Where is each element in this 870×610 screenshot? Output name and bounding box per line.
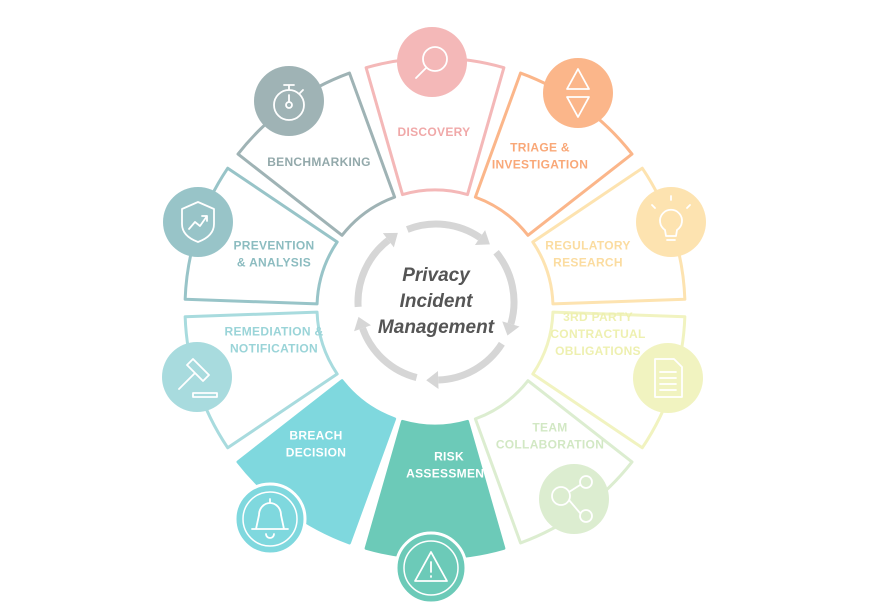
triangles-icon [543,58,613,128]
cycle-arrowhead [426,370,439,389]
segment-label: ASSESSMENT [406,467,492,481]
segment-risk[interactable]: RISK ASSESSMENT [364,419,506,560]
shield-chart-icon [163,187,233,257]
segment-discovery[interactable]: DISCOVERY [364,56,506,197]
segment-label: CONTRACTUAL [550,327,645,341]
segment-label: REGULATORY [545,239,630,253]
segment-team[interactable]: TEAM COLLABORATION [473,379,634,545]
segment-shape [236,379,397,545]
magnifier-icon [397,27,467,97]
segment-label: TEAM [532,421,567,435]
segment-label: PREVENTION [233,239,314,253]
segment-label: INVESTIGATION [492,158,588,172]
cycle-arrowhead [354,316,372,332]
cycle-arrow [354,237,391,308]
segment-label: 3RD PARTY [563,310,633,324]
segment-shape [183,310,339,450]
segment-third-party[interactable]: 3RD PARTY CONTRACTUAL OBLIGATIONS [531,310,687,450]
segment-label: BREACH [289,429,342,443]
segment-label: RESEARCH [553,256,623,270]
stopwatch-icon [254,66,324,136]
cycle-arrows [354,220,520,389]
segment-label: BENCHMARKING [267,155,371,169]
people-network-icon [539,464,609,534]
cycle-arrow [405,220,482,241]
segment-label: COLLABORATION [496,438,604,452]
segment-breach[interactable]: BREACH DECISION [236,379,397,545]
bell-icon [233,482,307,556]
segment-label: & ANALYSIS [237,256,311,270]
title-line-1: Privacy [402,265,471,286]
cycle-arrowhead [474,230,490,246]
segment-label: TRIAGE & [510,141,570,155]
gavel-icon [162,342,232,412]
segment-label: OBLIGATIONS [555,344,641,358]
segment-label: DECISION [286,446,346,460]
cycle-arrow [359,326,418,381]
segment-label: REMEDIATION & [224,325,323,339]
cycle-arrowhead [382,232,398,248]
segment-label: RISK [434,450,464,464]
warning-icon [394,531,468,605]
title-line-3: Management [378,317,495,338]
title-line-2: Incident [400,291,474,312]
document-icon [633,343,703,413]
segment-remediation[interactable]: REMEDIATION & NOTIFICATION [183,310,339,450]
cycle-arrow [493,250,518,325]
cycle-arrowhead [502,321,520,336]
segment-label: NOTIFICATION [230,342,318,356]
segment-label: DISCOVERY [398,125,471,139]
cycle-arrow [438,341,505,384]
lightbulb-icon [636,187,706,257]
